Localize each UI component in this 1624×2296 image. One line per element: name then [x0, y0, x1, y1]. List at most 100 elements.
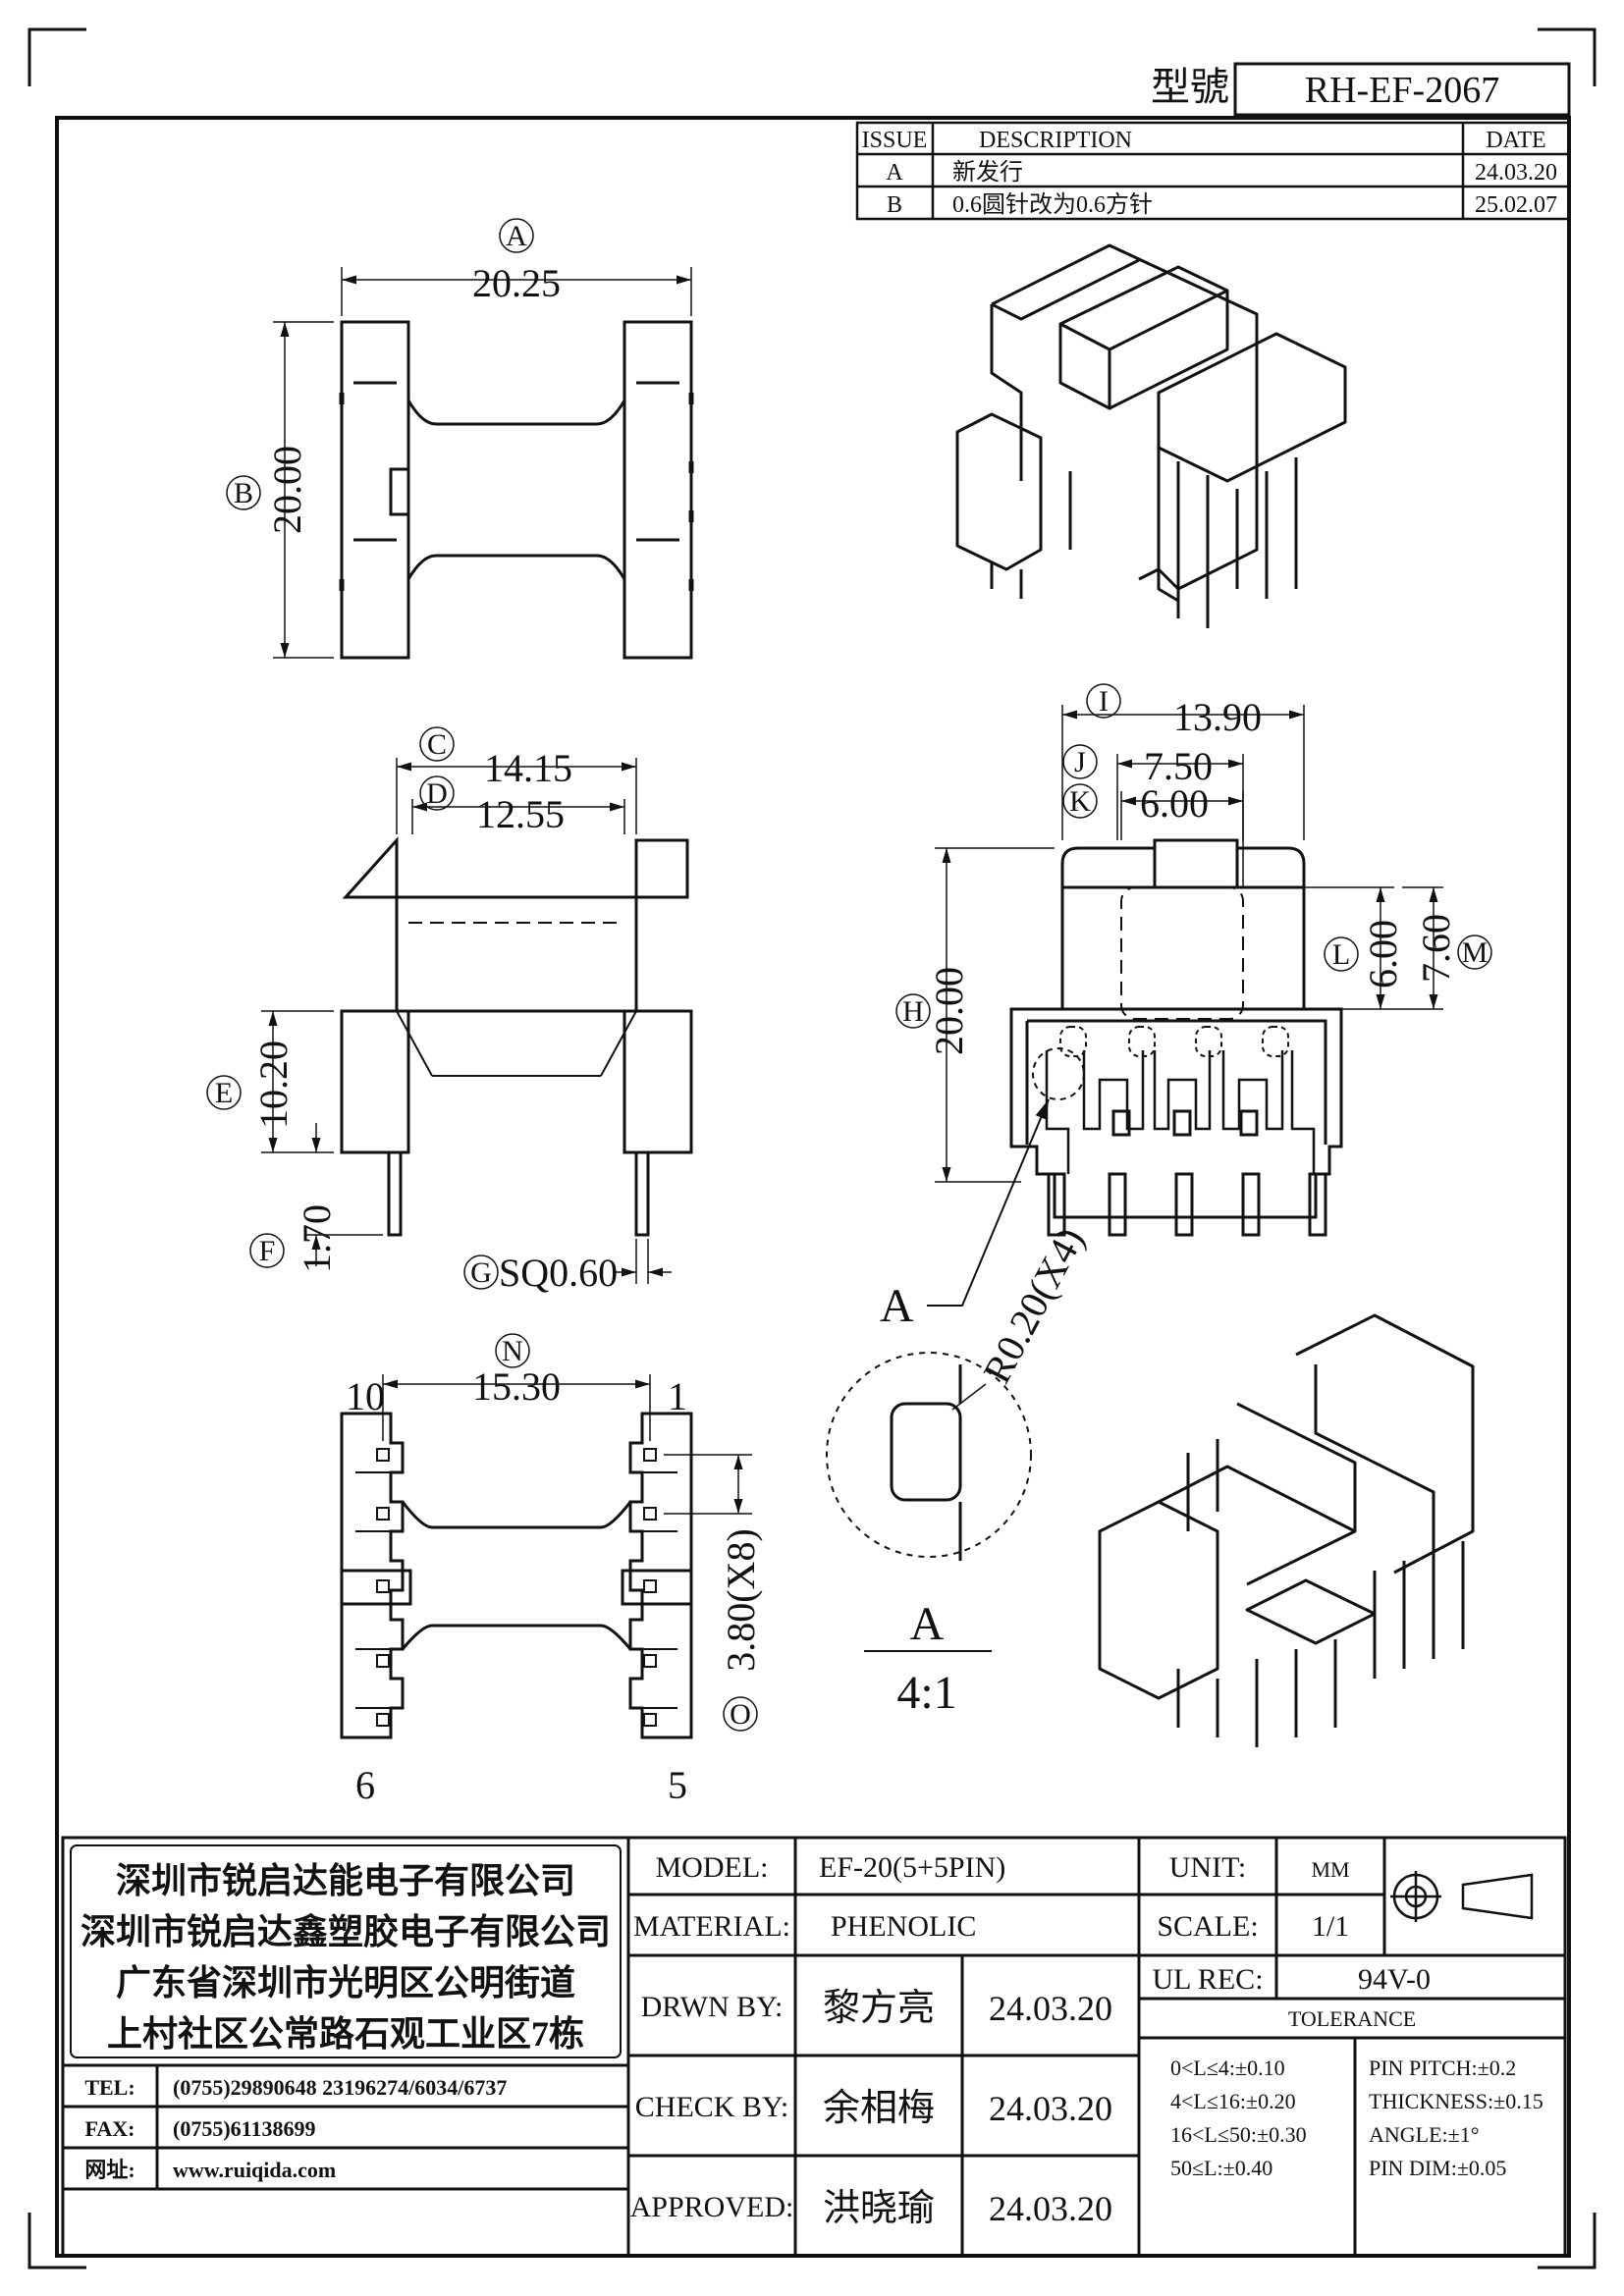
dim-e-value: 10.20 — [251, 1041, 296, 1129]
pin-label-5: 5 — [668, 1763, 687, 1807]
iso-view-top — [955, 243, 1347, 628]
tb-approved-date: 24.03.20 — [989, 2189, 1112, 2228]
dim-k-label: K — [1069, 785, 1091, 818]
pin-label-10: 10 — [346, 1374, 385, 1418]
dim-d-value: 12.55 — [476, 792, 565, 836]
dim-b-label: B — [234, 477, 253, 509]
dim-o-value: 3.80(X8) — [719, 1528, 763, 1672]
dim-o-label: O — [730, 1698, 751, 1731]
dim-n-value: 15.30 — [472, 1364, 561, 1409]
projection-symbol — [1390, 1871, 1534, 1922]
dim-g-label: G — [470, 1256, 492, 1289]
tb-model-value: EF-20(5+5PIN) — [819, 1851, 1005, 1884]
dim-c-value: 14.15 — [484, 746, 572, 790]
dim-a: A 20.25 — [341, 218, 692, 316]
tel-label: TEL: — [84, 2075, 135, 2100]
dim-b: B 20.00 — [226, 321, 334, 659]
fax-label: FAX: — [85, 2116, 135, 2141]
dim-j-value: 7.50 — [1144, 744, 1213, 788]
rev-b-issue: B — [887, 192, 902, 218]
tb-tol-5: PIN PITCH:±0.2 — [1369, 2056, 1516, 2080]
detail-scale: 4:1 — [896, 1667, 956, 1719]
tb-tol-8: PIN DIM:±0.05 — [1369, 2156, 1506, 2180]
dim-f: F 1.70 — [249, 1123, 383, 1273]
tb-tolerance-title: TOLERANCE — [1288, 2006, 1416, 2031]
top-view — [339, 320, 694, 660]
title-block — [61, 1836, 1567, 2258]
front-view — [1009, 838, 1343, 1237]
company-line-3: 广东省深圳市光明区公明街道 — [116, 1963, 575, 2002]
dim-j: J 7.50 — [1062, 744, 1244, 887]
tb-tol-4: 50≤L:±0.40 — [1170, 2156, 1272, 2180]
dim-k: K 6.00 — [1062, 781, 1244, 840]
dim-n: N 15.30 — [382, 1333, 651, 1441]
tb-tol-7: ANGLE:±1° — [1369, 2122, 1480, 2147]
dim-h-label: H — [902, 995, 924, 1028]
side-view — [340, 836, 693, 1237]
tb-material-label: MATERIAL: — [633, 1910, 790, 1943]
dim-l: L 6.00 — [1304, 886, 1443, 1010]
dim-f-label: F — [259, 1235, 276, 1267]
dim-m-value: 7.60 — [1414, 914, 1458, 983]
model-number: RH-EF-2067 — [1305, 70, 1499, 111]
tb-approved-name: 洪晓瑜 — [823, 2188, 935, 2229]
dim-o: O 3.80(X8) — [664, 1454, 763, 1732]
dim-h-value: 20.00 — [927, 967, 971, 1055]
detail-a: A R0.20(X4) A 4:1 — [826, 1098, 1093, 1719]
rev-header-description: DESCRIPTION — [979, 128, 1132, 153]
rev-header-issue: ISSUE — [862, 128, 928, 153]
model-label: 型號 — [1151, 65, 1229, 109]
company-line-1: 深圳市锐启达能电子有限公司 — [116, 1861, 575, 1900]
tb-unit-label: UNIT: — [1169, 1851, 1247, 1884]
web-value: www.ruiqida.com — [173, 2158, 336, 2182]
detail-callout: A — [880, 1280, 914, 1332]
dim-b-value: 20.00 — [265, 446, 309, 534]
dim-a-label: A — [506, 220, 527, 252]
model-number-box: 型號 RH-EF-2067 — [1151, 62, 1571, 117]
company-line-2: 深圳市锐启达鑫塑胶电子有限公司 — [81, 1912, 611, 1951]
rev-b-date: 25.02.07 — [1475, 192, 1557, 218]
dim-a-value: 20.25 — [472, 261, 561, 305]
dim-m-label: M — [1462, 936, 1489, 969]
rev-a-desc: 新发行 — [952, 159, 1023, 186]
dim-i: I 13.90 — [1061, 683, 1305, 840]
bottom-view — [340, 1412, 693, 1739]
tb-tol-6: THICKNESS:±0.15 — [1369, 2089, 1543, 2113]
dim-k-value: 6.00 — [1140, 781, 1209, 826]
tb-drawn-label: DRWN BY: — [641, 1991, 784, 2023]
dim-n-label: N — [502, 1335, 523, 1367]
dim-g: G SQ0.60 — [463, 1239, 672, 1295]
dim-j-label: J — [1074, 746, 1086, 778]
dim-h: H 20.00 — [895, 847, 1055, 1183]
dim-l-label: L — [1332, 938, 1350, 971]
dim-e-label: E — [215, 1077, 233, 1109]
dim-c: C 14.15 — [396, 726, 637, 834]
tb-tol-3: 16<L≤50:±0.30 — [1170, 2122, 1307, 2147]
dim-m: M 7.60 — [1402, 886, 1492, 1009]
tb-ul-value: 94V-0 — [1358, 1963, 1431, 1996]
dim-f-value: 1.70 — [295, 1204, 339, 1273]
tb-tol-1: 0<L≤4:±0.10 — [1170, 2056, 1285, 2080]
company-line-4: 上村社区公常路石观工业区7栋 — [107, 2014, 584, 2054]
dim-c-label: C — [427, 728, 447, 761]
dim-d-label: D — [426, 777, 448, 810]
tb-check-label: CHECK BY: — [635, 2091, 788, 2123]
tb-drawn-name: 黎方亮 — [823, 1988, 935, 2029]
detail-title: A — [910, 1598, 945, 1650]
tb-approved-label: APPROVED: — [630, 2191, 794, 2223]
fax-value: (0755)61138699 — [173, 2116, 315, 2141]
revision-table: ISSUE DESCRIPTION DATE A 新发行 24.03.20 B … — [855, 121, 1571, 221]
dim-i-label: I — [1099, 685, 1109, 718]
tb-unit-value: MM — [1311, 1857, 1349, 1882]
tel-value: (0755)29890648 23196274/6034/6737 — [173, 2075, 507, 2100]
tb-drawn-date: 24.03.20 — [989, 1989, 1112, 2028]
pin-label-1: 1 — [668, 1374, 687, 1418]
dim-g-value: SQ0.60 — [499, 1251, 618, 1295]
tb-tol-2: 4<L≤16:±0.20 — [1170, 2089, 1296, 2113]
tb-scale-label: SCALE: — [1157, 1910, 1258, 1943]
tb-check-name: 余相梅 — [823, 2088, 935, 2129]
dim-e: E 10.20 — [206, 1010, 334, 1153]
dim-l-value: 6.00 — [1361, 920, 1405, 988]
